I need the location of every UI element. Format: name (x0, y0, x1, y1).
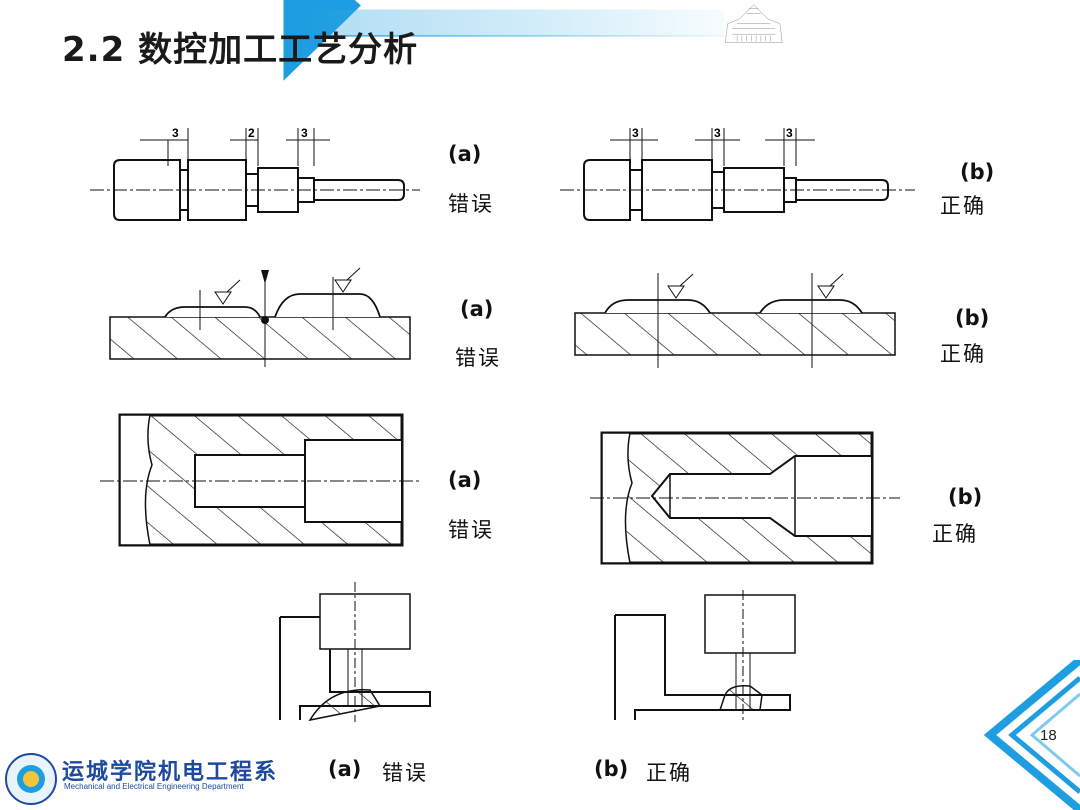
surface-diagram-b (574, 273, 896, 368)
shaft-diagram-a: 3 2 3 (90, 126, 420, 221)
bore-diagram-b (590, 431, 900, 565)
row2-b-text: 正确 (940, 342, 986, 366)
row1-a-label: (a) (448, 142, 482, 166)
college-name-en: Mechanical and Electrical Engineering De… (64, 782, 244, 791)
row2-b-label: (b) (955, 306, 990, 330)
tool-diagram-a (279, 582, 431, 722)
dim-b-2: 3 (714, 126, 721, 140)
dim-b-3: 3 (786, 126, 793, 140)
dim-a-1: 3 (172, 126, 179, 140)
bore-diagram-a (100, 413, 420, 547)
page-title: 2.2 数控加工工艺分析 (62, 30, 419, 70)
college-name-cn: 运城学院机电工程系 (62, 759, 279, 785)
page-number: 18 (1040, 727, 1057, 744)
college-logo-icon (5, 753, 57, 805)
corner-chevron-decoration (983, 660, 1080, 810)
row2-a-text: 错误 (455, 346, 501, 370)
tool-diagram-b (614, 590, 796, 720)
dim-b-1: 3 (632, 126, 639, 140)
surface-diagram-a (109, 267, 411, 367)
title-underline (311, 35, 725, 37)
row1-b-text: 正确 (940, 194, 986, 218)
shaft-diagram-b: 3 3 3 (560, 126, 915, 221)
row3-a-text: 错误 (448, 518, 494, 542)
dim-a-2: 2 (248, 126, 255, 140)
row1-b-label: (b) (960, 160, 995, 184)
row3-a-label: (a) (448, 468, 482, 492)
bottom-b-label: (b) (594, 757, 629, 781)
title-bar-graphic (283, 0, 797, 81)
bottom-a-text: 错误 (382, 761, 428, 785)
row2-a-label: (a) (460, 297, 494, 321)
row3-b-label: (b) (948, 485, 983, 509)
row3-b-text: 正确 (932, 522, 978, 546)
building-icon (724, 4, 783, 43)
bottom-b-text: 正确 (646, 761, 692, 785)
dim-a-3: 3 (301, 126, 308, 140)
bottom-a-label: (a) (328, 757, 362, 781)
row1-a-text: 错误 (448, 192, 494, 216)
